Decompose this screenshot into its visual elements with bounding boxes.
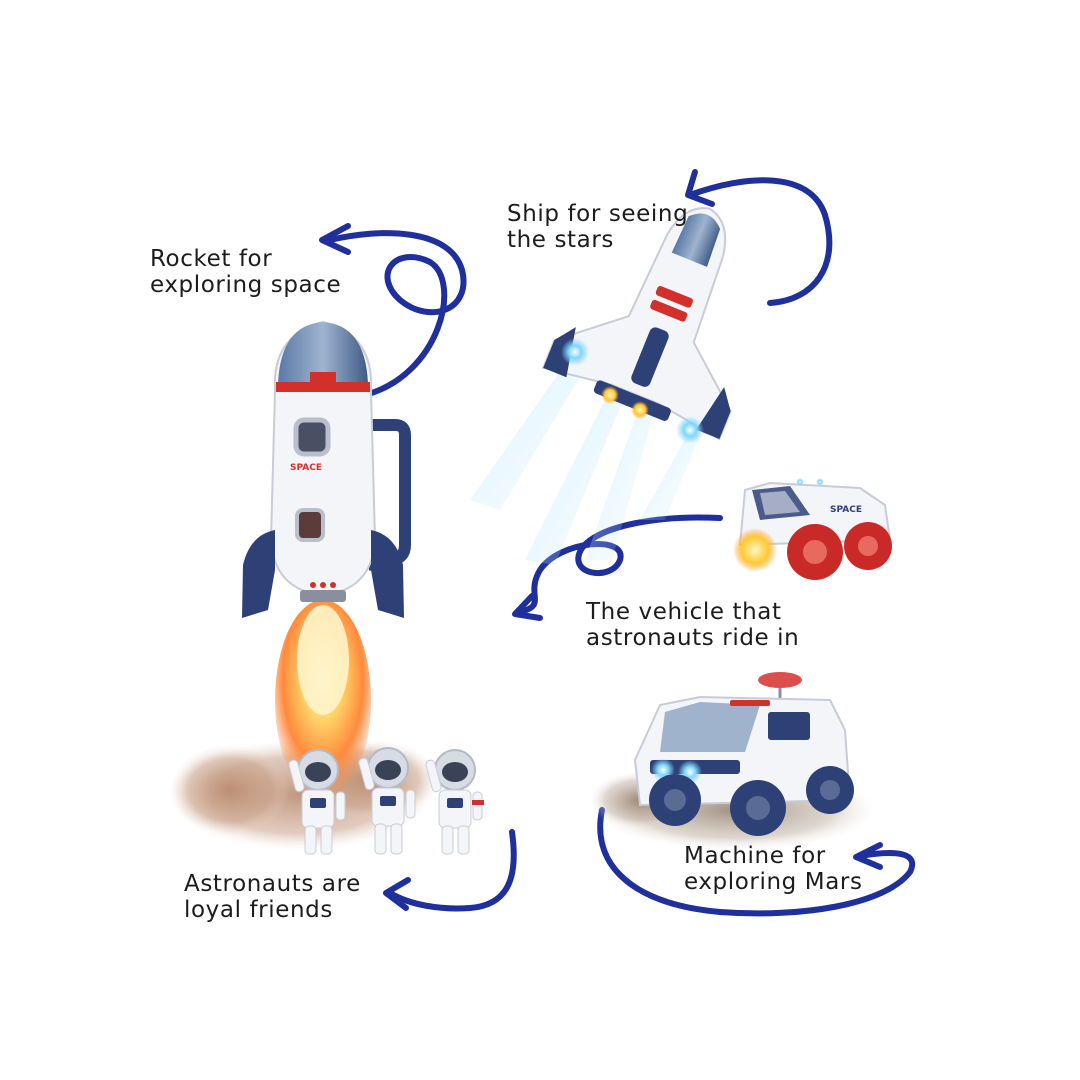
astronauts-caption-line2: loyal friends <box>184 897 333 923</box>
rover-toy <box>590 672 875 850</box>
astronauts-caption-line1: Astronauts are <box>184 871 361 897</box>
rocket-caption-line1: Rocket for <box>150 246 273 272</box>
astronauts-caption: Astronauts are loyal friends <box>184 871 361 923</box>
vehicle-brand-text: SPACE <box>830 505 862 515</box>
rover-caption-line2: exploring Mars <box>684 869 863 895</box>
arrow-to-rocket <box>319 223 467 398</box>
rover-caption: Machine for exploring Mars <box>684 843 863 895</box>
shuttle-toy <box>470 207 732 565</box>
arrow-to-rover <box>597 807 915 917</box>
rocket-caption: Rocket for exploring space <box>150 246 341 298</box>
small-vehicle-toy: SPACE <box>733 478 892 580</box>
arrow-to-shuttle <box>685 169 833 306</box>
shuttle-caption: Ship for seeing the stars <box>507 201 688 253</box>
astronaut-figure <box>425 749 484 855</box>
shuttle-caption-line1: Ship for seeing <box>507 201 689 227</box>
vehicle-caption: The vehicle that astronauts ride in <box>586 599 799 651</box>
arrow-to-astronauts <box>383 829 517 912</box>
rover-caption-line1: Machine for <box>684 843 826 869</box>
shuttle-caption-line2: the stars <box>507 227 614 253</box>
astronaut-figure <box>358 747 416 855</box>
astronaut-figures <box>288 747 484 855</box>
rocket-brand-text: SPACE <box>290 463 322 473</box>
vehicle-caption-line1: The vehicle that <box>586 599 782 625</box>
vehicle-caption-line2: astronauts ride in <box>586 625 800 651</box>
astronaut-figure <box>288 749 346 855</box>
rocket-caption-line2: exploring space <box>150 272 342 298</box>
